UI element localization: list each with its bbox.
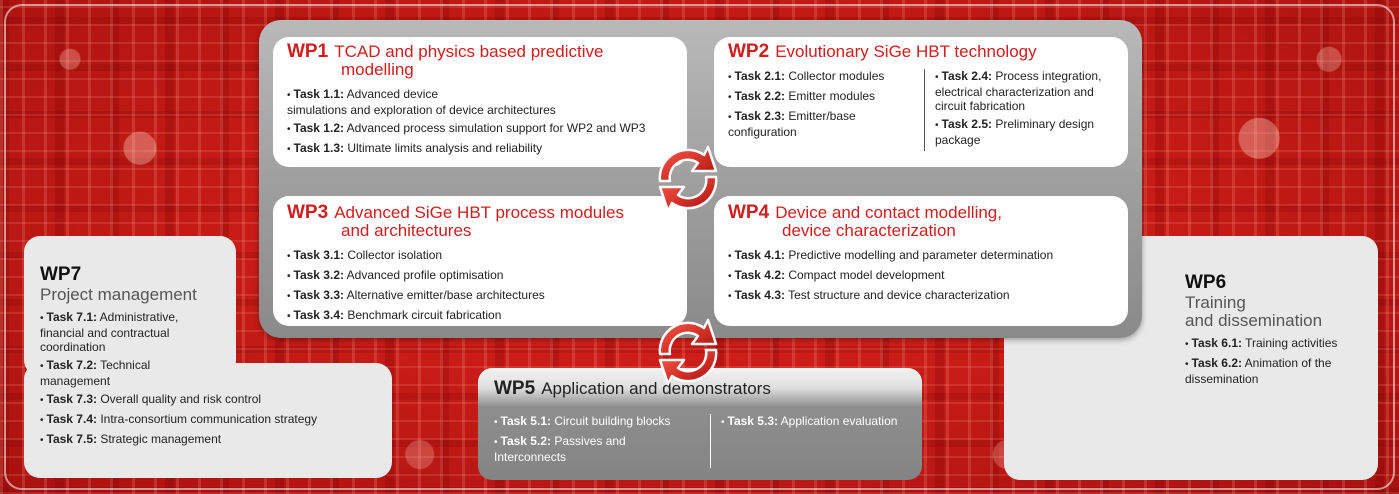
wp5-task: Task 5.2: Passives and Interconnects [494, 434, 669, 464]
wp7-task: Task 7.2: Technical management [40, 358, 215, 388]
wp3-task: Task 3.4: Benchmark circuit fabrication [287, 308, 673, 324]
cycle-arrows-icon [658, 318, 718, 386]
wp6-title-line2: and dissemination [1185, 311, 1323, 330]
wp4-task: Task 4.1: Predictive modelling and param… [728, 248, 1114, 264]
wp3-task: Task 3.1: Collector isolation [287, 248, 673, 264]
wp5-card: WP5 Application and demonstrators Task 5.… [478, 368, 922, 480]
wp2-heading: WP2 Evolutionary SiGe HBT technology [728, 41, 1114, 62]
wp6-task-list: Task 6.1: Training activities Task 6.2: … [1185, 336, 1365, 386]
wp4-task: Task 4.3: Test structure and device char… [728, 288, 1114, 304]
wp3-heading: WP3 Advanced SiGe HBT process modules and… [287, 202, 673, 240]
wp2-left-task-list: Task 2.1: Collector modules Task 2.2: Em… [728, 69, 918, 139]
wp2-right-task-list: Task 2.4: Process integration, electrica… [935, 69, 1114, 147]
wp5-heading: WP5 Application and demonstrators [494, 378, 906, 400]
wp3-title-line1: Advanced SiGe HBT process modules [334, 203, 624, 222]
wp6-content: WP6 Training and dissemination Task 6.1:… [1185, 272, 1365, 390]
wp7-content: WP7 Project management Task 7.1: Adminis… [40, 264, 380, 452]
wp7-task: Task 7.3: Overall quality and risk contr… [40, 392, 380, 408]
wp2-title: Evolutionary SiGe HBT technology [775, 42, 1037, 61]
wp2-task: Task 2.5: Preliminary design package [935, 117, 1114, 147]
wp4-id: WP4 [728, 202, 770, 223]
wp3-card: WP3 Advanced SiGe HBT process modules and… [273, 196, 687, 326]
wp5-left-column: Task 5.1: Circuit building blocks Task 5… [494, 414, 710, 468]
wp4-task-list: Task 4.1: Predictive modelling and param… [728, 248, 1114, 304]
wp6-task: Task 6.1: Training activities [1185, 336, 1365, 352]
wp3-task: Task 3.3: Alternative emitter/base archi… [287, 288, 673, 304]
wp4-task: Task 4.2: Compact model development [728, 268, 1114, 284]
wp2-task: Task 2.2: Emitter modules [728, 89, 918, 105]
wp5-task: Task 5.3: Application evaluation [721, 414, 906, 430]
wp1-heading: WP1 TCAD and physics based predictive mod… [287, 41, 673, 79]
wp3-title-line2: and architectures [341, 221, 472, 240]
wp2-task: Task 2.1: Collector modules [728, 69, 918, 85]
wp2-id: WP2 [728, 41, 770, 62]
wp6-task: Task 6.2: Animation of the dissemination [1185, 356, 1335, 386]
wp5-title: Application and demonstrators [541, 379, 771, 398]
wp5-id: WP5 [494, 378, 536, 399]
wp6-title-line1: Training [1185, 293, 1246, 312]
wp3-task: Task 3.2: Advanced profile optimisation [287, 268, 673, 284]
wp3-task-list: Task 3.1: Collector isolation Task 3.2: … [287, 248, 673, 324]
wp5-task-columns: Task 5.1: Circuit building blocks Task 5… [494, 414, 906, 468]
wp5-right-task-list: Task 5.3: Application evaluation [721, 414, 906, 430]
wp2-task: Task 2.3: Emitter/base configuration [728, 109, 918, 139]
wp2-task-columns: Task 2.1: Collector modules Task 2.2: Em… [728, 69, 1114, 151]
wp5-task: Task 5.1: Circuit building blocks [494, 414, 704, 430]
wp2-right-column: Task 2.4: Process integration, electrica… [924, 69, 1114, 151]
wp4-heading: WP4 Device and contact modelling, device … [728, 202, 1114, 240]
wp1-id: WP1 [287, 41, 329, 62]
wp1-title-line2: modelling [341, 60, 414, 79]
cycle-arrows-icon [658, 145, 718, 213]
wp7-task: Task 7.4: Intra-consortium communication… [40, 412, 380, 428]
wp7-task: Task 7.5: Strategic management [40, 432, 380, 448]
wp4-card: WP4 Device and contact modelling, device … [714, 196, 1128, 326]
wp3-id: WP3 [287, 202, 329, 223]
wp5-left-task-list: Task 5.1: Circuit building blocks Task 5… [494, 414, 704, 464]
wp2-card: WP2 Evolutionary SiGe HBT technology Task… [714, 37, 1128, 167]
wp4-title-line2: device characterization [782, 221, 956, 240]
wp1-card: WP1 TCAD and physics based predictive mod… [273, 37, 687, 167]
wp1-task: Task 1.2: Advanced process simulation su… [287, 121, 673, 137]
wp2-left-column: Task 2.1: Collector modules Task 2.2: Em… [728, 69, 924, 151]
wp7-id: WP7 [40, 264, 82, 285]
wp2-task: Task 2.4: Process integration, electrica… [935, 69, 1114, 113]
wp4-title-line1: Device and contact modelling, [775, 203, 1002, 222]
wp1-title-line1: TCAD and physics based predictive [334, 42, 604, 61]
wp1-task: Task 1.3: Ultimate limits analysis and r… [287, 141, 673, 157]
wp6-id: WP6 [1185, 272, 1227, 293]
wp5-right-column: Task 5.3: Application evaluation [710, 414, 906, 468]
wp7-task: Task 7.1: Administrative, financial and … [40, 310, 215, 354]
wp7-task-list: Task 7.1: Administrative, financial and … [40, 310, 380, 448]
wp7-title: Project management [40, 285, 197, 304]
